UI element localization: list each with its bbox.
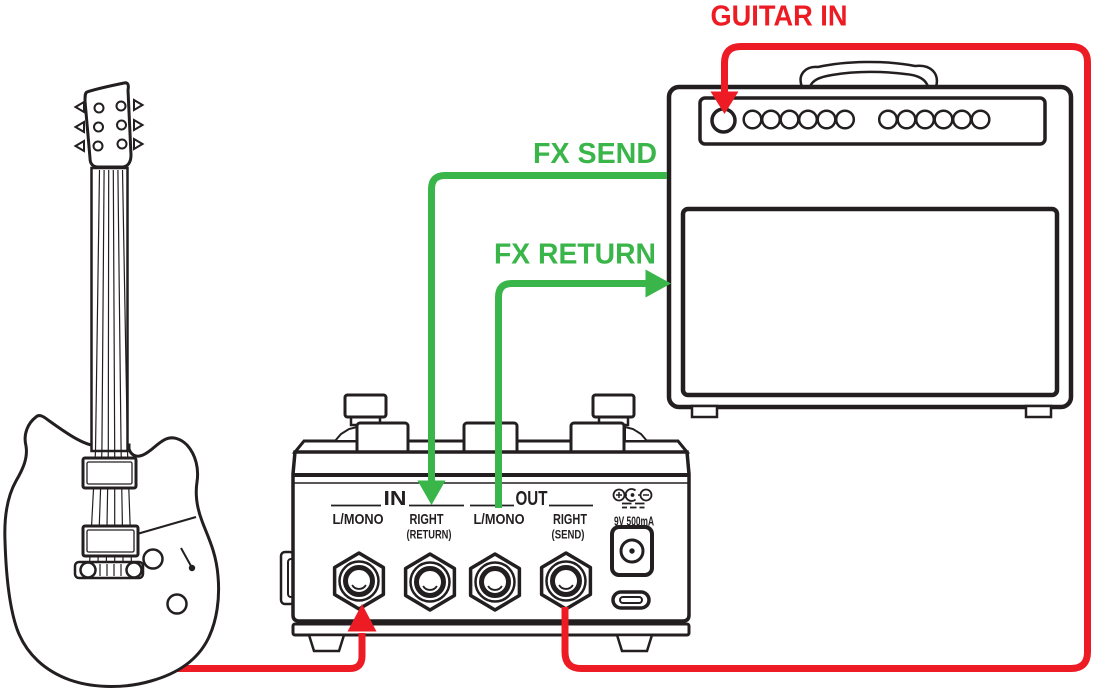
cable-guitar-to-pedal-input — [102, 604, 377, 672]
pedal-in-right-label: RIGHT — [410, 511, 444, 528]
pedal-out-right-sublabel: (SEND) — [552, 528, 585, 542]
cable-amp-fx-send-to-pedal-return — [417, 172, 667, 505]
guitar-bridge — [73, 560, 145, 580]
fx-send-label: FX SEND — [533, 138, 657, 170]
pedal-jack-out-right-send — [539, 551, 593, 611]
pedal-out-right-label: RIGHT — [553, 511, 587, 528]
guitar-volume-knob — [142, 548, 164, 570]
arrow-into-pedal-in-lmono — [347, 604, 377, 632]
power-polarity-icon — [612, 488, 653, 509]
guitar-in-label: GUITAR IN — [711, 1, 848, 33]
knob-cap — [343, 393, 388, 419]
amp-foot — [690, 404, 719, 419]
amp-speaker-grille — [680, 206, 1060, 398]
fx-return-label: FX RETURN — [494, 239, 656, 271]
amp-input-jack — [710, 107, 737, 134]
pedal-in-right-sublabel: (RETURN) — [407, 528, 452, 542]
pedal-jack-in-right-return — [403, 552, 457, 612]
tuner-buttons-right — [133, 98, 145, 151]
guitar-tone-knob — [166, 593, 188, 615]
amp-knob — [742, 109, 763, 130]
amp-knob — [760, 109, 782, 130]
pedal-out-group-label: OUT — [516, 488, 548, 510]
amp-knob — [816, 109, 837, 130]
amp-knob — [797, 109, 819, 130]
amp-knob — [779, 109, 800, 130]
pedal-foot-right — [615, 633, 654, 653]
pedal-wedge-left — [332, 425, 358, 442]
tuner-buttons-left — [73, 100, 85, 153]
pedal-in-group-label: IN — [384, 488, 407, 510]
guitar-amplifier — [666, 60, 1074, 419]
tuner-posts — [92, 100, 128, 152]
amp-knob — [877, 109, 899, 130]
amp-knob — [834, 109, 856, 130]
arrow-into-pedal-in-right-return — [417, 480, 446, 505]
amp-knob-row — [742, 109, 991, 130]
dc-power-jack — [610, 525, 654, 577]
pedal-out-left-label: L/MONO — [474, 511, 525, 528]
electric-guitar — [3, 81, 221, 688]
amp-knob — [933, 109, 954, 130]
pedal-knob-right — [591, 393, 636, 427]
effects-pedal: IN OUT L/MONO RIGHT (RETURN) L/MONO RIGH… — [279, 393, 691, 653]
arrow-into-amp-guitar-in — [710, 91, 739, 114]
guitar-pickup-selector — [180, 547, 196, 572]
cable-pedal-send-to-amp-guitar-in — [561, 43, 1091, 672]
pedal-wedge-right — [624, 425, 650, 442]
knob-cap — [591, 393, 636, 419]
pedal-in-left-label: L/MONO — [333, 511, 384, 528]
usb-c-port — [611, 590, 651, 610]
arrow-into-amp-fx-return — [645, 269, 671, 298]
amp-knob — [970, 109, 991, 130]
amp-knob — [914, 109, 936, 130]
amp-control-panel — [698, 96, 1047, 146]
amp-handle — [799, 60, 939, 89]
cable-pedal-out-to-amp-fx-return — [495, 269, 671, 508]
guitar-pickup-neck — [81, 456, 138, 490]
amp-foot — [1024, 404, 1053, 419]
pedal-jack-out-lmono — [468, 552, 522, 612]
pedal-foot-left — [307, 633, 346, 653]
pedal-jack-in-lmono — [332, 551, 386, 611]
pedal-knob-left — [343, 393, 388, 427]
guitar-pickguard-line — [136, 516, 197, 535]
guitar-pickup-bridge — [81, 524, 140, 558]
pedal-base-plate — [291, 622, 691, 637]
amp-knob — [951, 109, 973, 130]
guitar-neck — [90, 166, 129, 453]
amp-knob — [896, 109, 917, 130]
